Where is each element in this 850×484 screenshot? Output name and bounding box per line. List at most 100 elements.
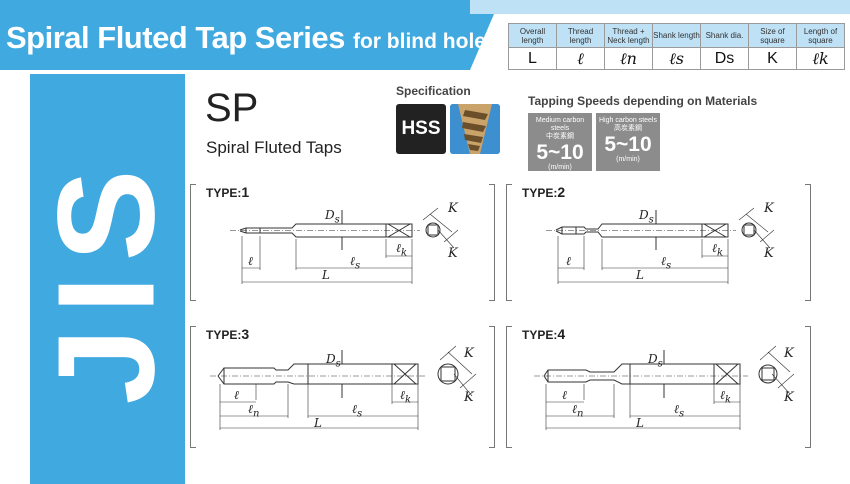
speed-badge-medium-carbon: Medium carbon steels 中炭素鋼 5~10 (m/min)	[528, 113, 592, 171]
tap-coating-icon	[450, 104, 500, 154]
legend-symbol: ℓn	[604, 47, 653, 70]
legend-symbol-row: L ℓ ℓn ℓs Ds K ℓk	[508, 47, 845, 70]
bracket-right	[489, 326, 495, 448]
speed-material-jp: 中炭素鋼	[546, 133, 574, 140]
type-number: 3	[241, 326, 250, 342]
page-title-sub: for blind hole	[352, 30, 486, 53]
type-2-drawing	[546, 207, 775, 284]
type-2-panel: TYPE:2 Ds ℓ ℓs ℓk L K K	[506, 184, 811, 301]
speed-unit: (m/min)	[616, 156, 640, 163]
dim-ls-text: ℓ	[661, 254, 666, 268]
dim-ds-text: D	[325, 208, 335, 222]
dim-ls-sub: s	[666, 260, 672, 272]
dim-lk: ℓk	[400, 388, 411, 405]
dim-ds: Ds	[648, 352, 663, 369]
header-light-strip	[470, 0, 850, 14]
bracket-left	[506, 326, 512, 448]
dim-k: K	[448, 246, 458, 261]
dim-lk-sub: k	[725, 394, 732, 406]
speed-material-jp: 高炭素鋼	[614, 125, 642, 132]
dim-ds-sub: s	[335, 358, 341, 370]
legend-symbol: Ds	[700, 47, 749, 70]
dim-ln: ℓn	[572, 402, 583, 419]
dim-ls-text: ℓ	[352, 402, 357, 416]
bracket-left	[506, 184, 512, 301]
dim-lk-sub: k	[405, 394, 412, 406]
page-title-main: Spiral Fluted Tap Series	[6, 20, 345, 55]
dim-lk-text: ℓ	[396, 241, 401, 255]
dim-ln: ℓn	[248, 402, 259, 419]
dim-lk-sub: k	[401, 247, 408, 259]
type-1-drawing	[230, 207, 459, 284]
legend-symbol: ℓk	[796, 47, 845, 70]
dim-ln-text: ℓ	[572, 402, 577, 416]
bracket-left	[190, 326, 196, 448]
dim-l: ℓ	[234, 388, 239, 402]
dim-ls-sub: s	[679, 408, 685, 420]
type-label-text: TYPE:	[522, 328, 558, 342]
dim-lk: ℓk	[720, 388, 731, 405]
type-label-text: TYPE:	[206, 186, 242, 200]
type-label: TYPE:3	[204, 326, 252, 342]
dim-ls: ℓs	[674, 402, 684, 419]
dim-k: K	[448, 201, 458, 216]
dim-ds: Ds	[326, 352, 341, 369]
dim-lk-sub: k	[717, 247, 724, 259]
type-label: TYPE:1	[204, 184, 252, 200]
legend-symbol: ℓ	[556, 47, 605, 70]
specification-label: Specification	[396, 84, 471, 98]
speed-material-en: Medium carbon steels	[535, 117, 585, 132]
legend-header: Thread + Neck length	[604, 23, 653, 48]
dim-l: ℓ	[562, 388, 567, 402]
dim-lk-text: ℓ	[400, 388, 405, 402]
dim-k: K	[784, 346, 794, 361]
dim-ls: ℓs	[352, 402, 362, 419]
type-number: 2	[557, 184, 566, 200]
legend-symbol: L	[508, 47, 557, 70]
dim-k: K	[764, 246, 774, 261]
speed-value: 5~10	[604, 133, 652, 156]
type-3-panel: TYPE:3 Ds ℓ ℓn ℓs ℓk L K K	[190, 326, 495, 448]
dim-ls-sub: s	[355, 260, 361, 272]
dim-lk-text: ℓ	[712, 241, 717, 255]
jis-label: JIS	[29, 155, 184, 405]
dim-ls: ℓs	[350, 254, 360, 271]
dim-ds: Ds	[325, 208, 340, 225]
type-4-panel: TYPE:4 Ds ℓ ℓn ℓs ℓk L K K	[506, 326, 811, 448]
legend-symbol: ℓs	[652, 47, 701, 70]
dim-L: L	[636, 268, 644, 282]
dim-ds-sub: s	[657, 358, 663, 370]
legend-header: Length of square	[796, 23, 845, 48]
hss-badge: HSS	[396, 104, 446, 154]
dim-k: K	[464, 390, 474, 405]
type-number: 4	[557, 326, 566, 342]
dim-ln-sub: n	[253, 408, 260, 420]
type-number: 1	[241, 184, 250, 200]
type-1-panel: TYPE:1 Ds ℓ ℓs ℓk L K K	[190, 184, 495, 301]
legend-header: Shank length	[652, 23, 701, 48]
dim-ln-text: ℓ	[248, 402, 253, 416]
legend-header: Shank dia.	[700, 23, 749, 48]
dim-lk: ℓk	[712, 241, 723, 258]
type-label-text: TYPE:	[522, 186, 558, 200]
dim-lk: ℓk	[396, 241, 407, 258]
speed-value: 5~10	[536, 141, 584, 164]
dim-ls-text: ℓ	[674, 402, 679, 416]
page-title: Spiral Fluted Tap Series for blind hole	[6, 20, 486, 56]
dim-ds-sub: s	[648, 214, 654, 226]
dimension-legend-table: Overall length Thread length Thread + Ne…	[508, 23, 845, 70]
dim-k: K	[784, 390, 794, 405]
type-3-drawing	[210, 345, 477, 430]
dim-lk-text: ℓ	[720, 388, 725, 402]
product-code: SP	[205, 86, 259, 130]
legend-header-row: Overall length Thread length Thread + Ne…	[508, 23, 845, 48]
bracket-right	[805, 326, 811, 448]
jis-side-bar	[30, 74, 185, 484]
dim-l: ℓ	[566, 254, 571, 268]
dim-ds-text: D	[648, 352, 658, 366]
dim-ds-text: D	[639, 208, 649, 222]
bracket-right	[489, 184, 495, 301]
dim-ls-text: ℓ	[350, 254, 355, 268]
legend-header: Size of square	[748, 23, 797, 48]
speed-badge-high-carbon: High carbon steels 高炭素鋼 5~10 (m/min)	[596, 113, 660, 171]
